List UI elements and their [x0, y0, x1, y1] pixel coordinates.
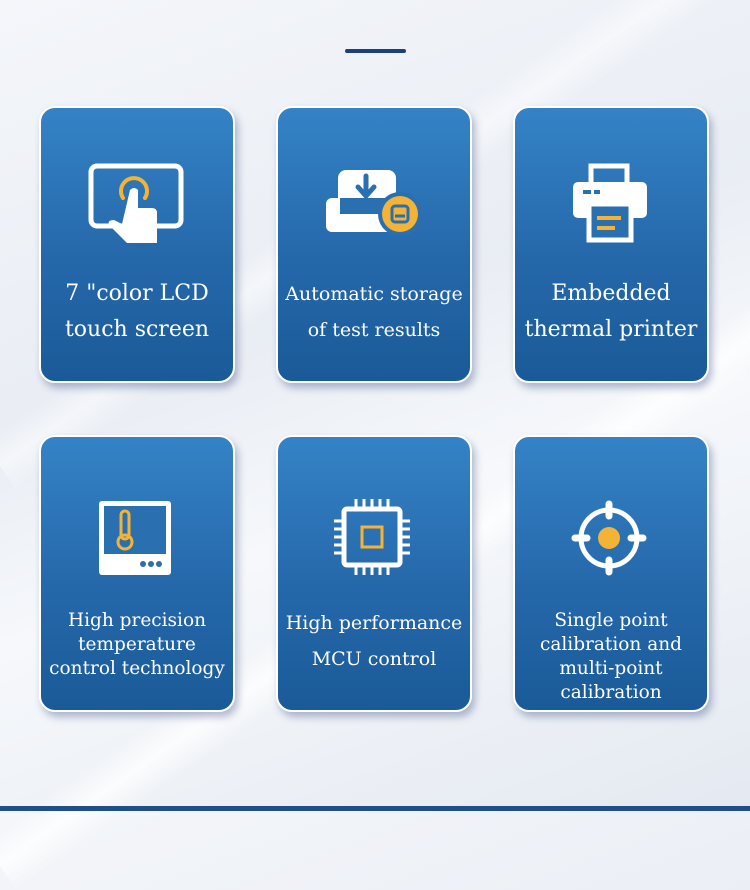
thermometer-icon: [41, 497, 233, 587]
chip-icon: [278, 497, 470, 587]
storage-icon: [278, 158, 470, 248]
bottom-divider: [0, 806, 750, 811]
printer-icon: [515, 158, 707, 248]
touch-screen-icon: [41, 158, 233, 248]
title-underline: [345, 49, 406, 53]
target-icon: [515, 497, 707, 587]
